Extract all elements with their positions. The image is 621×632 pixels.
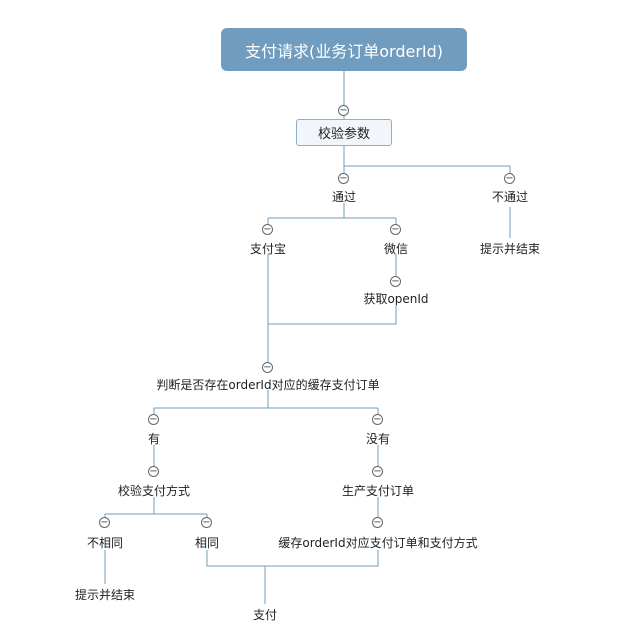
node-has: 有 — [147, 432, 161, 446]
validate-params-node: 校验参数 — [296, 119, 392, 146]
node-none: 没有 — [365, 432, 391, 446]
collapse-toggle-icon[interactable]: − — [338, 105, 349, 116]
node-fail-result: 提示并结束 — [479, 242, 541, 256]
collapse-toggle-icon[interactable]: − — [338, 173, 349, 184]
collapse-toggle-icon[interactable]: − — [99, 517, 110, 528]
connector-merge-pay — [206, 550, 379, 604]
node-not-same: 不相同 — [86, 536, 124, 550]
node-same: 相同 — [194, 536, 220, 550]
collapse-toggle-icon[interactable]: − — [504, 173, 515, 184]
node-pass: 通过 — [331, 190, 357, 204]
collapse-toggle-icon[interactable]: − — [262, 362, 273, 373]
connector-merge-check — [267, 254, 397, 367]
connector-method-branches — [104, 497, 208, 522]
collapse-toggle-icon[interactable]: − — [372, 466, 383, 477]
node-check-cache: 判断是否存在orderId对应的缓存支付订单 — [156, 378, 380, 392]
collapse-toggle-icon[interactable]: − — [372, 414, 383, 425]
root-node: 支付请求(业务订单orderId) — [221, 28, 467, 71]
collapse-toggle-icon[interactable]: − — [148, 414, 159, 425]
collapse-toggle-icon[interactable]: − — [390, 276, 401, 287]
node-create-order: 生产支付订单 — [341, 484, 415, 498]
node-validate-method: 校验支付方式 — [117, 484, 191, 498]
collapse-toggle-icon[interactable]: − — [148, 466, 159, 477]
node-alipay: 支付宝 — [249, 242, 287, 256]
collapse-toggle-icon[interactable]: − — [262, 224, 273, 235]
node-cache-order: 缓存orderId对应支付订单和支付方式 — [278, 536, 478, 550]
node-fail: 不通过 — [491, 190, 529, 204]
collapse-toggle-icon[interactable]: − — [201, 517, 212, 528]
node-not-same-result: 提示并结束 — [74, 588, 136, 602]
node-get-openid: 获取openId — [363, 292, 429, 306]
node-pay: 支付 — [252, 608, 278, 622]
connector-validate-branches — [343, 146, 511, 180]
collapse-toggle-icon[interactable]: − — [372, 517, 383, 528]
connector-pass-branches — [267, 203, 397, 230]
node-wechat: 微信 — [383, 242, 409, 256]
collapse-toggle-icon[interactable]: − — [390, 224, 401, 235]
connector-check-branches — [153, 390, 379, 419]
